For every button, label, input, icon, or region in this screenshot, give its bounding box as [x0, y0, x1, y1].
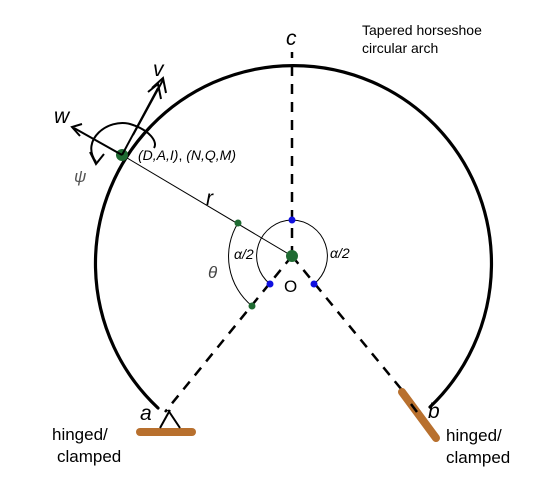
alpha-half-arc-right [291, 219, 328, 285]
left-support-label-line-2: clamped [57, 447, 121, 466]
alpha-node-left [266, 280, 274, 288]
label-c: c [286, 27, 297, 50]
label-O: O [284, 277, 297, 296]
label-theta: θ [208, 263, 218, 282]
v-arrowhead-second-icon [151, 76, 167, 94]
label-alpha-half-left: α/2 [234, 246, 254, 262]
section-resultants-part1: (D,A,I) [138, 147, 178, 163]
alpha-node-top [288, 216, 296, 224]
title-line-2: circular arch [362, 40, 438, 56]
theta-arc-node-top [234, 219, 242, 227]
psi-rotation-arc [90, 122, 156, 163]
axis-center-left-support [164, 255, 293, 413]
w-arrowhead-icon [70, 123, 83, 137]
label-psi: ψ [74, 167, 86, 186]
right-support-plate [398, 388, 440, 442]
right-support-label-line-2: clamped [446, 448, 510, 467]
title-line-1: Tapered horseshoe [362, 22, 482, 38]
section-resultants-part2: (N,Q,M) [186, 147, 236, 163]
section-resultants-separator: , [178, 147, 186, 163]
label-b: b [428, 400, 440, 423]
axis-center-right-support [291, 255, 421, 413]
v-axis-arrow-second [132, 79, 164, 136]
label-alpha-half-right: α/2 [330, 245, 350, 261]
theta-arc [228, 222, 253, 307]
label-r: r [206, 187, 214, 210]
section-resultants-label: (D,A,I), (N,Q,M) [138, 147, 236, 163]
center-node [286, 250, 298, 262]
right-support-label-line-1: hinged/ [446, 426, 502, 445]
v-arrowhead-icon [147, 82, 162, 100]
theta-arc-node-bottom [248, 302, 256, 310]
label-a: a [140, 402, 152, 425]
alpha-half-arc-left [256, 219, 293, 285]
left-support-leg-1 [159, 409, 171, 429]
right-support-dash [410, 403, 418, 413]
radius-line [121, 154, 293, 257]
left-support-label-line-1: hinged/ [52, 425, 108, 444]
psi-arrowhead-icon [89, 151, 105, 166]
label-v: v [153, 58, 165, 81]
left-support-leg-2 [167, 409, 181, 429]
alpha-node-right [310, 280, 318, 288]
w-axis-arrow [73, 127, 123, 156]
label-w: w [54, 105, 71, 128]
arch-curve [93, 64, 494, 410]
